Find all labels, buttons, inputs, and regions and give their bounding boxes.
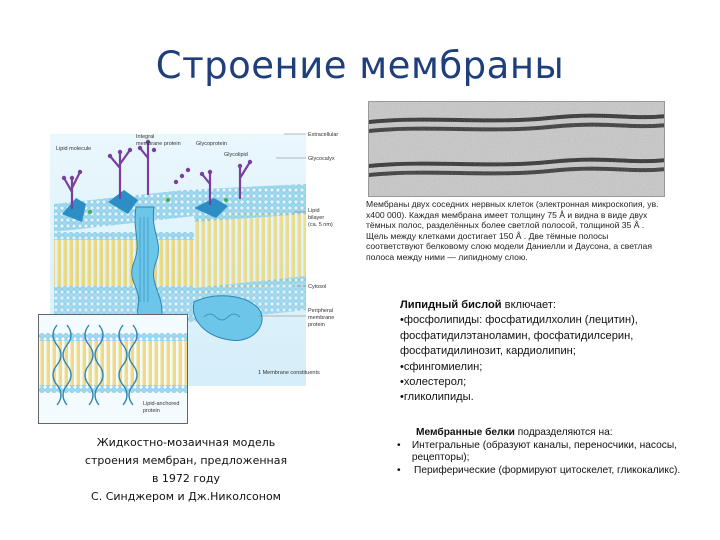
outer-leaflet-heads	[54, 232, 194, 240]
outer-leaflet-surface	[54, 184, 306, 232]
label-glycoprotein: Glycoprotein	[196, 141, 227, 147]
protein-heading-rest: подразделяются на:	[514, 427, 613, 438]
lipid-bilayer-section: Липидный бислой включает: •фосфолипиды: …	[400, 298, 700, 406]
inset-transmembrane-proteins: Lipid-anchored protein	[38, 314, 188, 424]
label-peripheral-2: membrane	[308, 315, 334, 321]
protein-item-text: Периферические (формируют цитоскелет, гл…	[414, 464, 681, 476]
label-lipid-molecule: Lipid molecule	[56, 146, 91, 152]
protein-heading: Мембранные белки	[416, 427, 515, 438]
bullet-icon: •	[397, 439, 401, 451]
fluid-mosaic-membrane-figure: Lipid molecule Integral membrane protein…	[44, 112, 362, 412]
label-lipid-anchored-2: protein	[143, 408, 160, 414]
inner-leaflet-heads	[54, 286, 194, 294]
bullet-icon: •	[397, 464, 401, 476]
lipid-item: •гликолипиды.	[400, 391, 474, 404]
peripheral-protein	[192, 295, 263, 341]
lipid-item: фосфатидилинозит, кардиолипин;	[400, 345, 576, 358]
label-integral-2: membrane protein	[136, 141, 181, 147]
membrane-proteins-section: Мембранные белки подразделяются на: • Ин…	[396, 427, 696, 477]
model-caption-line: строения мембран, предложенная	[84, 454, 288, 467]
surface-protein-2	[108, 190, 138, 214]
label-integral-1: Integral	[136, 134, 154, 140]
label-bilayer-3: (ca. 5 nm)	[308, 222, 333, 228]
protein-item: • Периферические (формируют цитоскелет, …	[396, 465, 696, 478]
lipid-heading: Липидный бислой	[400, 299, 502, 311]
lipid-heading-rest: включает:	[501, 299, 557, 311]
electron-micrograph	[368, 101, 665, 197]
label-glycocalyx: Glycocalyx	[308, 156, 335, 162]
surface-protein-1	[62, 198, 86, 222]
surface-protein-3	[194, 198, 228, 218]
micrograph-caption: Мембраны двух соседних нервных клеток (э…	[366, 199, 659, 262]
label-glycolipid: Glycolipid	[224, 152, 248, 158]
sugar-beads	[61, 139, 253, 185]
label-caption-ref: 1 Membrane constituents	[258, 370, 320, 376]
label-cytosol: Cytosol	[308, 284, 326, 290]
label-leaders	[258, 133, 306, 317]
side-inner-heads	[194, 276, 306, 294]
label-peripheral-1: Peripheral	[308, 308, 333, 314]
model-caption-line: в 1972 году	[151, 472, 221, 485]
model-caption-line: С. Синджером и Дж.Николсоном	[91, 490, 281, 503]
model-caption-line: Жидкостно-мозаичная модель	[96, 436, 276, 449]
lipid-item: •холестерол;	[400, 376, 467, 389]
label-peripheral-3: protein	[308, 322, 325, 328]
lipid-item: фосфатидилэтаноламин, фосфатидилсерин,	[400, 329, 634, 342]
inset-illustration: Lipid-anchored protein	[39, 324, 187, 414]
slide-title: Строение мембраны	[155, 44, 565, 87]
protein-heading-row: Мембранные белки подразделяются на:	[396, 427, 696, 440]
membrane-illustration: Lipid molecule Integral membrane protein…	[50, 132, 338, 386]
hydrophobic-tails	[54, 240, 194, 286]
micrograph-image	[369, 102, 664, 196]
glycocalyx-chains	[62, 140, 252, 210]
fluid-mosaic-model-caption: Жидкостно-мозаичная модель строения мемб…	[66, 434, 306, 506]
label-lipid-anchored-1: Lipid-anchored	[143, 401, 179, 407]
label-bilayer-1: Lipid	[308, 208, 320, 214]
lipid-item: •фосфолипиды: фосфатидилхолин (лецитин),	[400, 314, 638, 327]
label-bilayer-2: bilayer	[308, 215, 324, 221]
side-outer-heads	[194, 208, 306, 222]
lipid-item: •сфингомиелин;	[400, 360, 483, 373]
label-extracellular: Extracellular	[308, 132, 338, 138]
protein-item-text: Интегральные (образуют каналы, переносчи…	[411, 439, 677, 464]
bilayer-side-face	[194, 208, 306, 294]
protein-item: • Интегральные (образуют каналы, перенос…	[396, 440, 696, 465]
cholesterol-markers	[88, 198, 228, 214]
alpha-helices	[52, 324, 138, 406]
lipid-heading-row: Липидный бислой включает:	[400, 298, 700, 313]
